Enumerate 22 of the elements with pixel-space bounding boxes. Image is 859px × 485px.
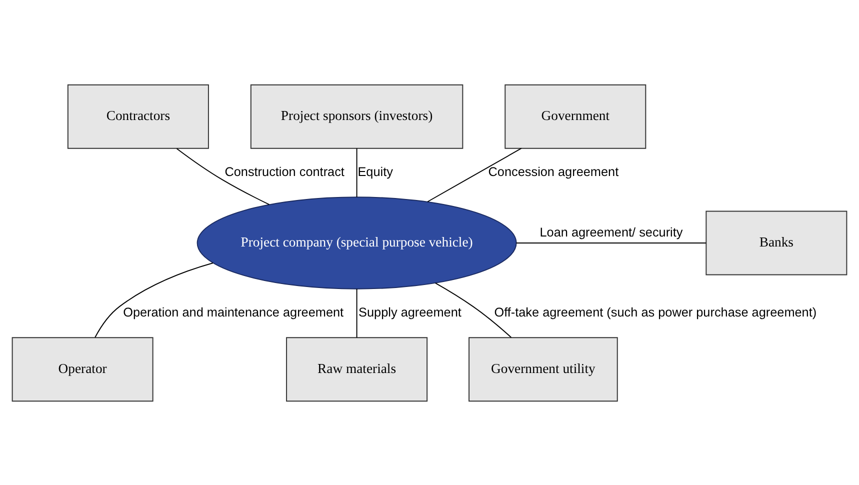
edge-label: Construction contract [224,164,344,179]
node-box: Operator [12,336,154,402]
connector [356,288,358,338]
node-box: Raw materials [286,336,428,402]
node-ellipse: Project company (special purpose vehicle) [196,196,517,289]
connector [516,242,706,243]
edge-label: Operation and maintenance agreement [123,305,344,320]
node-box: Banks [706,210,848,275]
connector [356,147,358,198]
edge-label: Concession agreement [488,164,619,179]
connector [94,262,214,338]
node-box: Government utility [468,336,618,402]
node-box: Contractors [67,84,209,148]
connector [434,282,512,338]
node-box: Government [504,84,646,148]
edge-label: Off-take agreement (such as power purchase agreement) [494,305,817,320]
edge-label: Loan agreement/ security [540,225,683,240]
edge-label: Supply agreement [358,305,462,320]
connector [176,148,270,205]
edge-label: Equity [358,164,393,179]
connector [427,147,522,202]
node-box: Project sponsors (investors) [250,84,464,148]
